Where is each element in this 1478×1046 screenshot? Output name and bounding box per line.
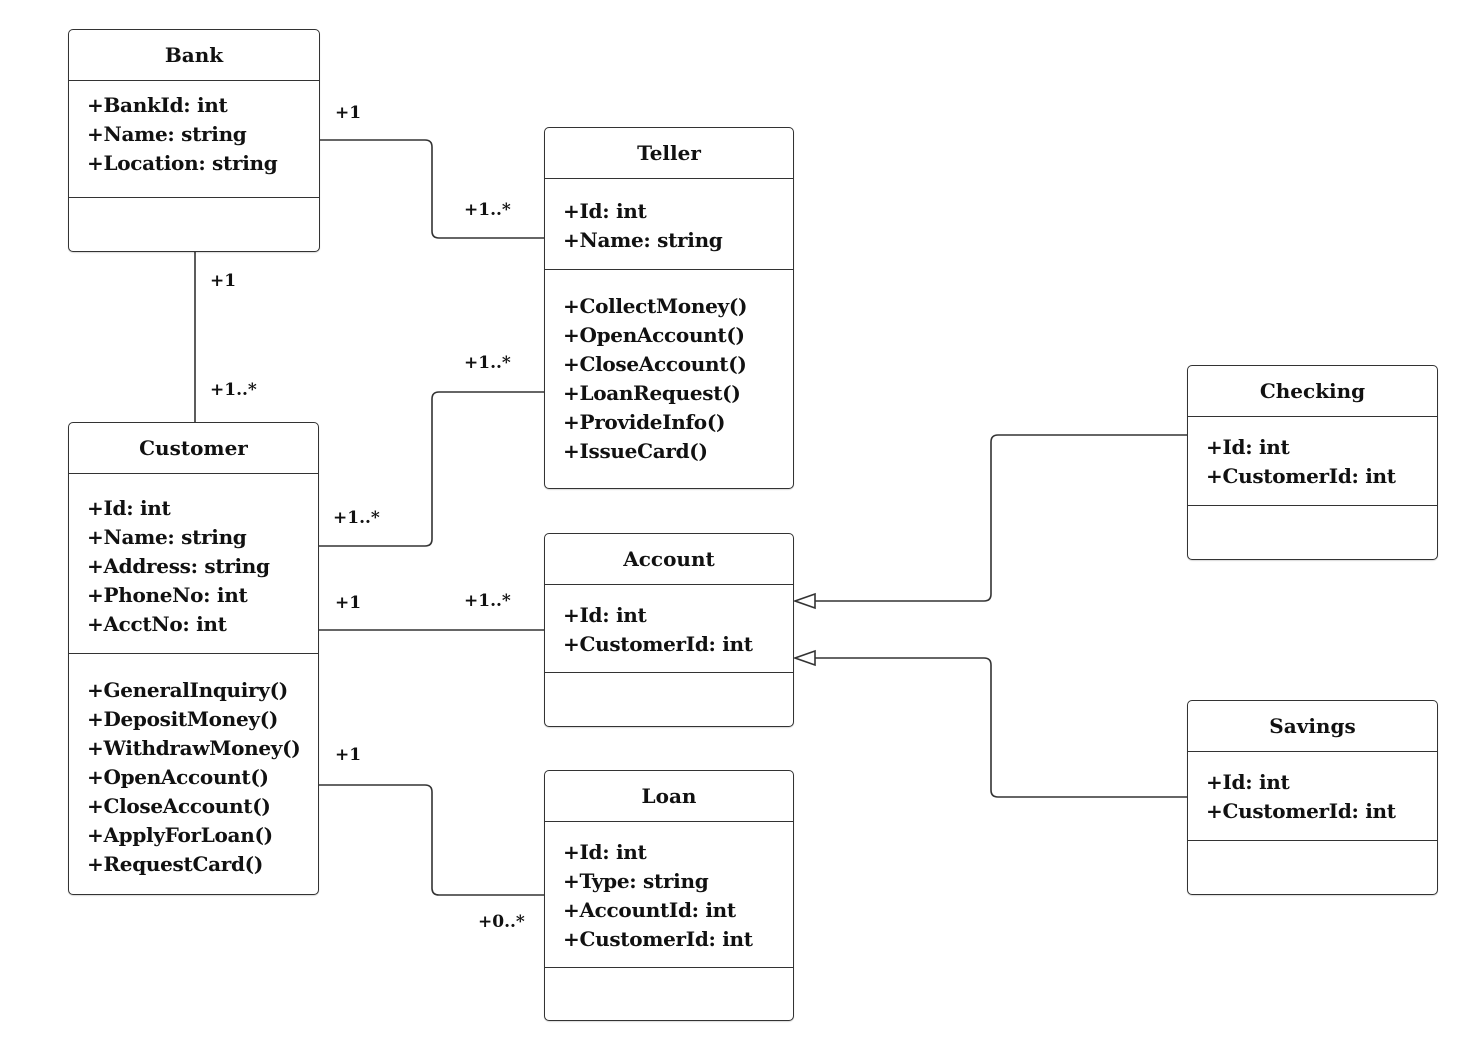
method: +ApplyForLoan() (87, 823, 273, 847)
method: +GeneralInquiry() (87, 678, 288, 702)
class-name: Customer (69, 423, 318, 474)
method: +OpenAccount() (87, 765, 269, 789)
attribute: +Id: int (563, 840, 647, 864)
class-name: Checking (1188, 366, 1437, 417)
attribute: +PhoneNo: int (87, 583, 248, 607)
attributes-section: +Id: int +Type: string +AccountId: int +… (545, 822, 793, 968)
methods-section (69, 198, 319, 208)
class-name: Teller (545, 128, 793, 179)
class-loan[interactable]: Loan +Id: int +Type: string +AccountId: … (544, 770, 794, 1021)
association-customer-teller (319, 391, 544, 547)
association-bank-teller (320, 139, 544, 239)
generalization-checking-account (815, 434, 1187, 602)
methods-section (545, 968, 793, 978)
attribute: +Id: int (563, 199, 647, 223)
method: +ProvideInfo() (563, 410, 726, 434)
generalization-arrowhead (792, 592, 816, 610)
multiplicity-label: +1 (335, 593, 362, 613)
attribute: +Location: string (87, 151, 278, 175)
attributes-section: +Id: int +Name: string (545, 179, 793, 270)
attribute: +CustomerId: int (1206, 464, 1396, 488)
class-name: Loan (545, 771, 793, 822)
attribute: +Name: string (87, 525, 247, 549)
attribute: +CustomerId: int (1206, 799, 1396, 823)
method: +CloseAccount() (87, 794, 271, 818)
attribute: +AccountId: int (563, 898, 736, 922)
association-customer-loan (319, 784, 544, 896)
method: +IssueCard() (563, 439, 708, 463)
multiplicity-label: +1 (210, 271, 237, 291)
attribute: +Address: string (87, 554, 270, 578)
method: +RequestCard() (87, 852, 263, 876)
class-teller[interactable]: Teller +Id: int +Name: string +CollectMo… (544, 127, 794, 489)
attributes-section: +BankId: int +Name: string +Location: st… (69, 81, 319, 198)
attributes-section: +Id: int +Name: string +Address: string … (69, 474, 318, 654)
attributes-section: +Id: int +CustomerId: int (545, 585, 793, 673)
methods-section: +CollectMoney() +OpenAccount() +CloseAcc… (545, 270, 793, 466)
class-customer[interactable]: Customer +Id: int +Name: string +Address… (68, 422, 319, 895)
method: +DepositMoney() (87, 707, 279, 731)
attribute: +Name: string (563, 228, 723, 252)
class-name: Bank (69, 30, 319, 81)
class-name: Account (545, 534, 793, 585)
attribute: +CustomerId: int (563, 927, 753, 951)
attribute: +Type: string (563, 869, 709, 893)
class-bank[interactable]: Bank +BankId: int +Name: string +Locatio… (68, 29, 320, 252)
method: +WithdrawMoney() (87, 736, 301, 760)
multiplicity-label: +1..* (333, 508, 380, 528)
attribute: +Id: int (87, 496, 171, 520)
multiplicity-label: +1..* (464, 353, 511, 373)
multiplicity-label: +1..* (464, 200, 511, 220)
class-name: Savings (1188, 701, 1437, 752)
generalization-savings-account (815, 657, 1187, 798)
class-checking[interactable]: Checking +Id: int +CustomerId: int (1187, 365, 1438, 560)
multiplicity-label: +1..* (464, 591, 511, 611)
attribute: +Id: int (563, 603, 647, 627)
attribute: +BankId: int (87, 93, 228, 117)
attributes-section: +Id: int +CustomerId: int (1188, 752, 1437, 841)
generalization-arrowhead (792, 649, 816, 667)
attribute: +Id: int (1206, 770, 1290, 794)
methods-section (1188, 506, 1437, 516)
method: +CloseAccount() (563, 352, 747, 376)
multiplicity-label: +1 (335, 745, 362, 765)
methods-section (545, 673, 793, 683)
class-account[interactable]: Account +Id: int +CustomerId: int (544, 533, 794, 727)
methods-section: +GeneralInquiry() +DepositMoney() +Withd… (69, 654, 318, 879)
multiplicity-label: +0..* (478, 912, 525, 932)
method: +LoanRequest() (563, 381, 741, 405)
attribute: +AcctNo: int (87, 612, 227, 636)
multiplicity-label: +1..* (210, 380, 257, 400)
class-savings[interactable]: Savings +Id: int +CustomerId: int (1187, 700, 1438, 895)
multiplicity-label: +1 (335, 103, 362, 123)
attribute: +CustomerId: int (563, 632, 753, 656)
attribute: +Id: int (1206, 435, 1290, 459)
attributes-section: +Id: int +CustomerId: int (1188, 417, 1437, 506)
methods-section (1188, 841, 1437, 851)
method: +CollectMoney() (563, 294, 748, 318)
attribute: +Name: string (87, 122, 247, 146)
method: +OpenAccount() (563, 323, 745, 347)
